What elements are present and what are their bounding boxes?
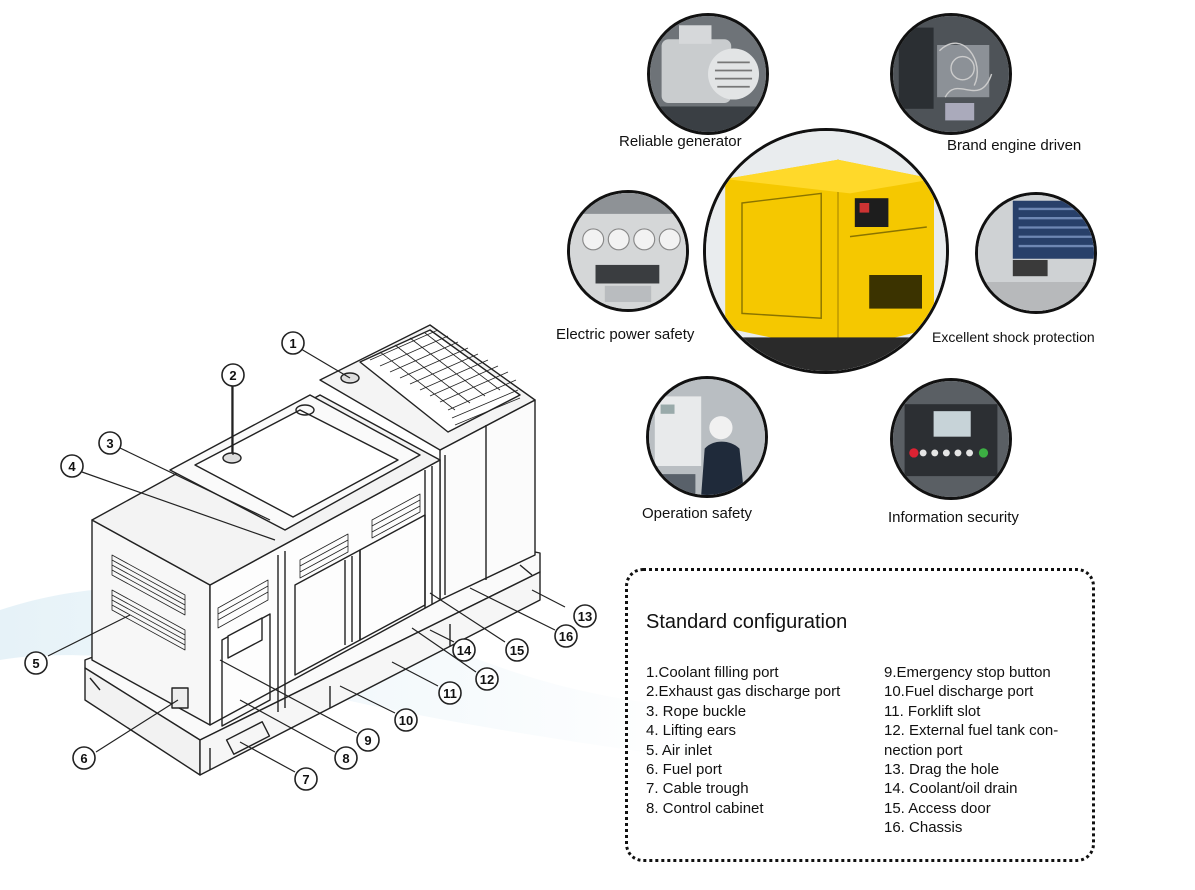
shock-absorber-photo-icon <box>975 192 1097 314</box>
config-item: 15. Access door <box>884 799 991 817</box>
config-item: 13. Drag the hole <box>884 761 1000 779</box>
config-list-left: 1.Coolant filling port 2.Exhaust gas dis… <box>646 663 881 818</box>
controller-photo-icon <box>890 378 1012 500</box>
config-item: 2.Exhaust gas discharge port <box>646 683 841 701</box>
config-item: 4. Lifting ears <box>646 722 737 740</box>
feature-label-information: Information security <box>888 509 1019 526</box>
alternator-photo-icon <box>647 13 769 135</box>
config-item: 1.Coolant filling port <box>646 664 779 681</box>
config-item: 14. Coolant/oil drain <box>884 780 1018 798</box>
config-item: 9.Emergency stop button <box>884 664 1051 681</box>
callout-12: 12 <box>475 667 499 691</box>
callout-16: 16 <box>554 624 578 648</box>
callout-6: 6 <box>72 746 96 770</box>
breaker-panel-photo-icon <box>567 190 689 312</box>
callout-4-label: 4 <box>68 459 76 474</box>
callout-7-label: 7 <box>302 772 309 787</box>
config-item: 16. Chassis <box>884 819 963 837</box>
config-item: 10.Fuel discharge port <box>884 683 1034 701</box>
config-item: 11. Forklift slot <box>884 702 981 720</box>
callout-2: 2 <box>221 363 245 387</box>
feature-label-shock: Excellent shock protection <box>932 329 1095 345</box>
technician-photo-icon <box>646 376 768 498</box>
config-title: Standard configuration <box>646 611 848 633</box>
yellow-genset-photo-icon <box>703 128 949 374</box>
callout-1: 1 <box>281 331 305 355</box>
radiator-housing <box>319 324 536 601</box>
callout-11: 11 <box>438 681 462 705</box>
callout-10-label: 10 <box>399 713 413 728</box>
callout-3: 3 <box>98 431 122 455</box>
callout-13-label: 13 <box>578 609 592 624</box>
callout-12-label: 12 <box>480 672 494 687</box>
callout-15: 15 <box>505 638 529 662</box>
callout-14: 14 <box>452 638 476 662</box>
callout-10: 10 <box>394 708 418 732</box>
config-item: 6. Fuel port <box>646 761 722 779</box>
config-list-right: 9.Emergency stop button 10.Fuel discharg… <box>884 663 1089 838</box>
callout-9-label: 9 <box>364 733 371 748</box>
feature-label-engine: Brand engine driven <box>947 137 1082 154</box>
callout-8-label: 8 <box>342 751 349 766</box>
genset-line-drawing: 1 2 3 4 5 6 7 8 9 10 11 12 13 14 15 16 <box>24 324 597 791</box>
callouts: 1 2 3 4 5 6 7 8 9 10 11 12 13 14 15 16 <box>24 331 597 791</box>
config-item: nection port <box>884 741 963 759</box>
callout-7: 7 <box>294 767 318 791</box>
callout-11-label: 11 <box>443 686 457 701</box>
config-item: 3. Rope buckle <box>646 702 747 720</box>
config-item: 8. Control cabinet <box>646 799 764 817</box>
config-item: 12. External fuel tank con- <box>884 722 1059 740</box>
engine-photo-icon <box>890 13 1012 135</box>
callout-8: 8 <box>334 746 358 770</box>
canopy <box>91 370 441 727</box>
callout-14-label: 14 <box>457 643 472 658</box>
callout-6-label: 6 <box>80 751 87 766</box>
config-item: 7. Cable trough <box>646 780 749 798</box>
feature-label-electric: Electric power safety <box>556 326 695 343</box>
callout-3-label: 3 <box>106 436 113 451</box>
config-item: 5. Air inlet <box>646 741 712 759</box>
callout-9: 9 <box>356 728 380 752</box>
callout-5: 5 <box>24 651 48 675</box>
standard-configuration-panel: Standard configuration 1.Coolant filling… <box>625 568 1095 862</box>
callout-5-label: 5 <box>32 656 39 671</box>
callout-16-label: 16 <box>559 629 573 644</box>
callout-1-label: 1 <box>289 336 296 351</box>
callout-15-label: 15 <box>510 643 524 658</box>
feature-label-generator: Reliable generator <box>619 133 742 150</box>
callout-2-label: 2 <box>229 368 236 383</box>
callout-4: 4 <box>60 454 84 478</box>
feature-label-operation: Operation safety <box>642 505 753 522</box>
leader-lines <box>47 348 566 773</box>
callout-13: 13 <box>573 604 597 628</box>
